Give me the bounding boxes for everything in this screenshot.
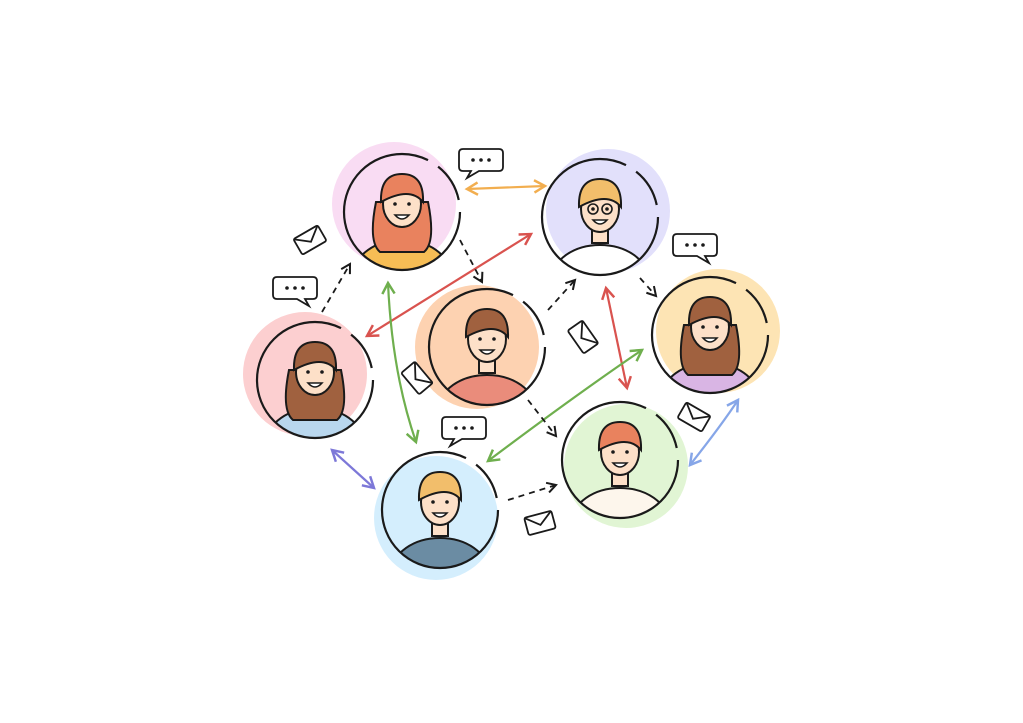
people-layer (243, 142, 780, 580)
avatar-man-suit (374, 450, 500, 580)
eye (445, 500, 449, 504)
glasses-icon (587, 203, 599, 215)
dashed-message-arrow (547, 278, 577, 311)
dot (479, 158, 483, 162)
eye (611, 450, 615, 454)
envelope-icon (677, 401, 711, 432)
avatar-woman-red-hair (332, 142, 462, 272)
envelope-icon (401, 361, 434, 395)
dashed-message-arrow (321, 262, 352, 313)
hair (687, 295, 733, 328)
eye (492, 337, 496, 341)
envelope-icon (567, 320, 599, 354)
smile (393, 214, 411, 220)
dot (685, 243, 689, 247)
connections-layer (321, 179, 740, 501)
eye (591, 207, 595, 211)
dot (701, 243, 705, 247)
dot (454, 426, 458, 430)
avatar-figure (571, 420, 669, 518)
avatar-figure (661, 295, 759, 393)
eye (715, 325, 719, 329)
avatar-woman-left (243, 312, 375, 440)
dashed-message-arrow (639, 277, 658, 298)
hair (577, 177, 623, 210)
avatar-figure (353, 172, 451, 270)
smile (611, 462, 629, 468)
eye (478, 337, 482, 341)
hair (417, 470, 463, 503)
connection-arrow-purple (330, 448, 376, 490)
dot (470, 426, 474, 430)
shirt (438, 374, 536, 405)
smile (591, 219, 609, 225)
dashed-message-arrow (507, 481, 558, 501)
chat-bubble-icon (441, 416, 487, 449)
connection-arrow-green (381, 280, 420, 445)
smile (306, 382, 324, 388)
avatar-outline (560, 400, 680, 520)
envelope-icon (293, 224, 327, 255)
message-icons-layer (272, 148, 718, 536)
avatar-woman-right (650, 269, 780, 395)
smile (478, 349, 496, 355)
eye (407, 202, 411, 206)
dot (462, 426, 466, 430)
dashed-message-arrow (459, 239, 484, 284)
eye (605, 207, 609, 211)
envelope-icon (523, 510, 557, 536)
eye (320, 370, 324, 374)
smile (431, 512, 449, 518)
avatar-outline (342, 152, 462, 272)
shirt (571, 487, 669, 518)
connection-arrow-green (486, 348, 645, 463)
avatar-man-glasses (540, 149, 670, 277)
avatar-outline (255, 320, 375, 440)
glasses-icon (601, 203, 613, 215)
avatar-figure (391, 470, 489, 568)
dot (487, 158, 491, 162)
connection-arrow-blue (688, 397, 740, 467)
avatar-outline (380, 450, 500, 570)
avatar-outline (540, 157, 660, 277)
avatar-outline (650, 275, 770, 395)
hair (464, 307, 510, 340)
dashed-message-arrow (527, 399, 558, 438)
dot (693, 243, 697, 247)
eye (701, 325, 705, 329)
avatar-figure (266, 340, 364, 438)
connection-arrow-orange (464, 179, 548, 196)
eye (625, 450, 629, 454)
hair (379, 172, 425, 205)
dot (301, 286, 305, 290)
smile (701, 337, 719, 343)
dot (285, 286, 289, 290)
avatar-man-turtleneck (560, 400, 688, 528)
dot (471, 158, 475, 162)
eye (393, 202, 397, 206)
shirt (391, 537, 489, 568)
shirt (551, 244, 649, 275)
hair (597, 420, 643, 453)
avatar-outline (427, 287, 547, 407)
eye (431, 500, 435, 504)
avatar-figure (551, 177, 649, 275)
hair (292, 340, 338, 373)
eye (306, 370, 310, 374)
dot (293, 286, 297, 290)
avatar-figure (438, 307, 536, 405)
avatar-man-center (415, 285, 547, 409)
chat-bubble-icon (458, 148, 504, 181)
chat-bubble-icon (272, 276, 318, 309)
chat-bubble-icon (672, 233, 718, 266)
